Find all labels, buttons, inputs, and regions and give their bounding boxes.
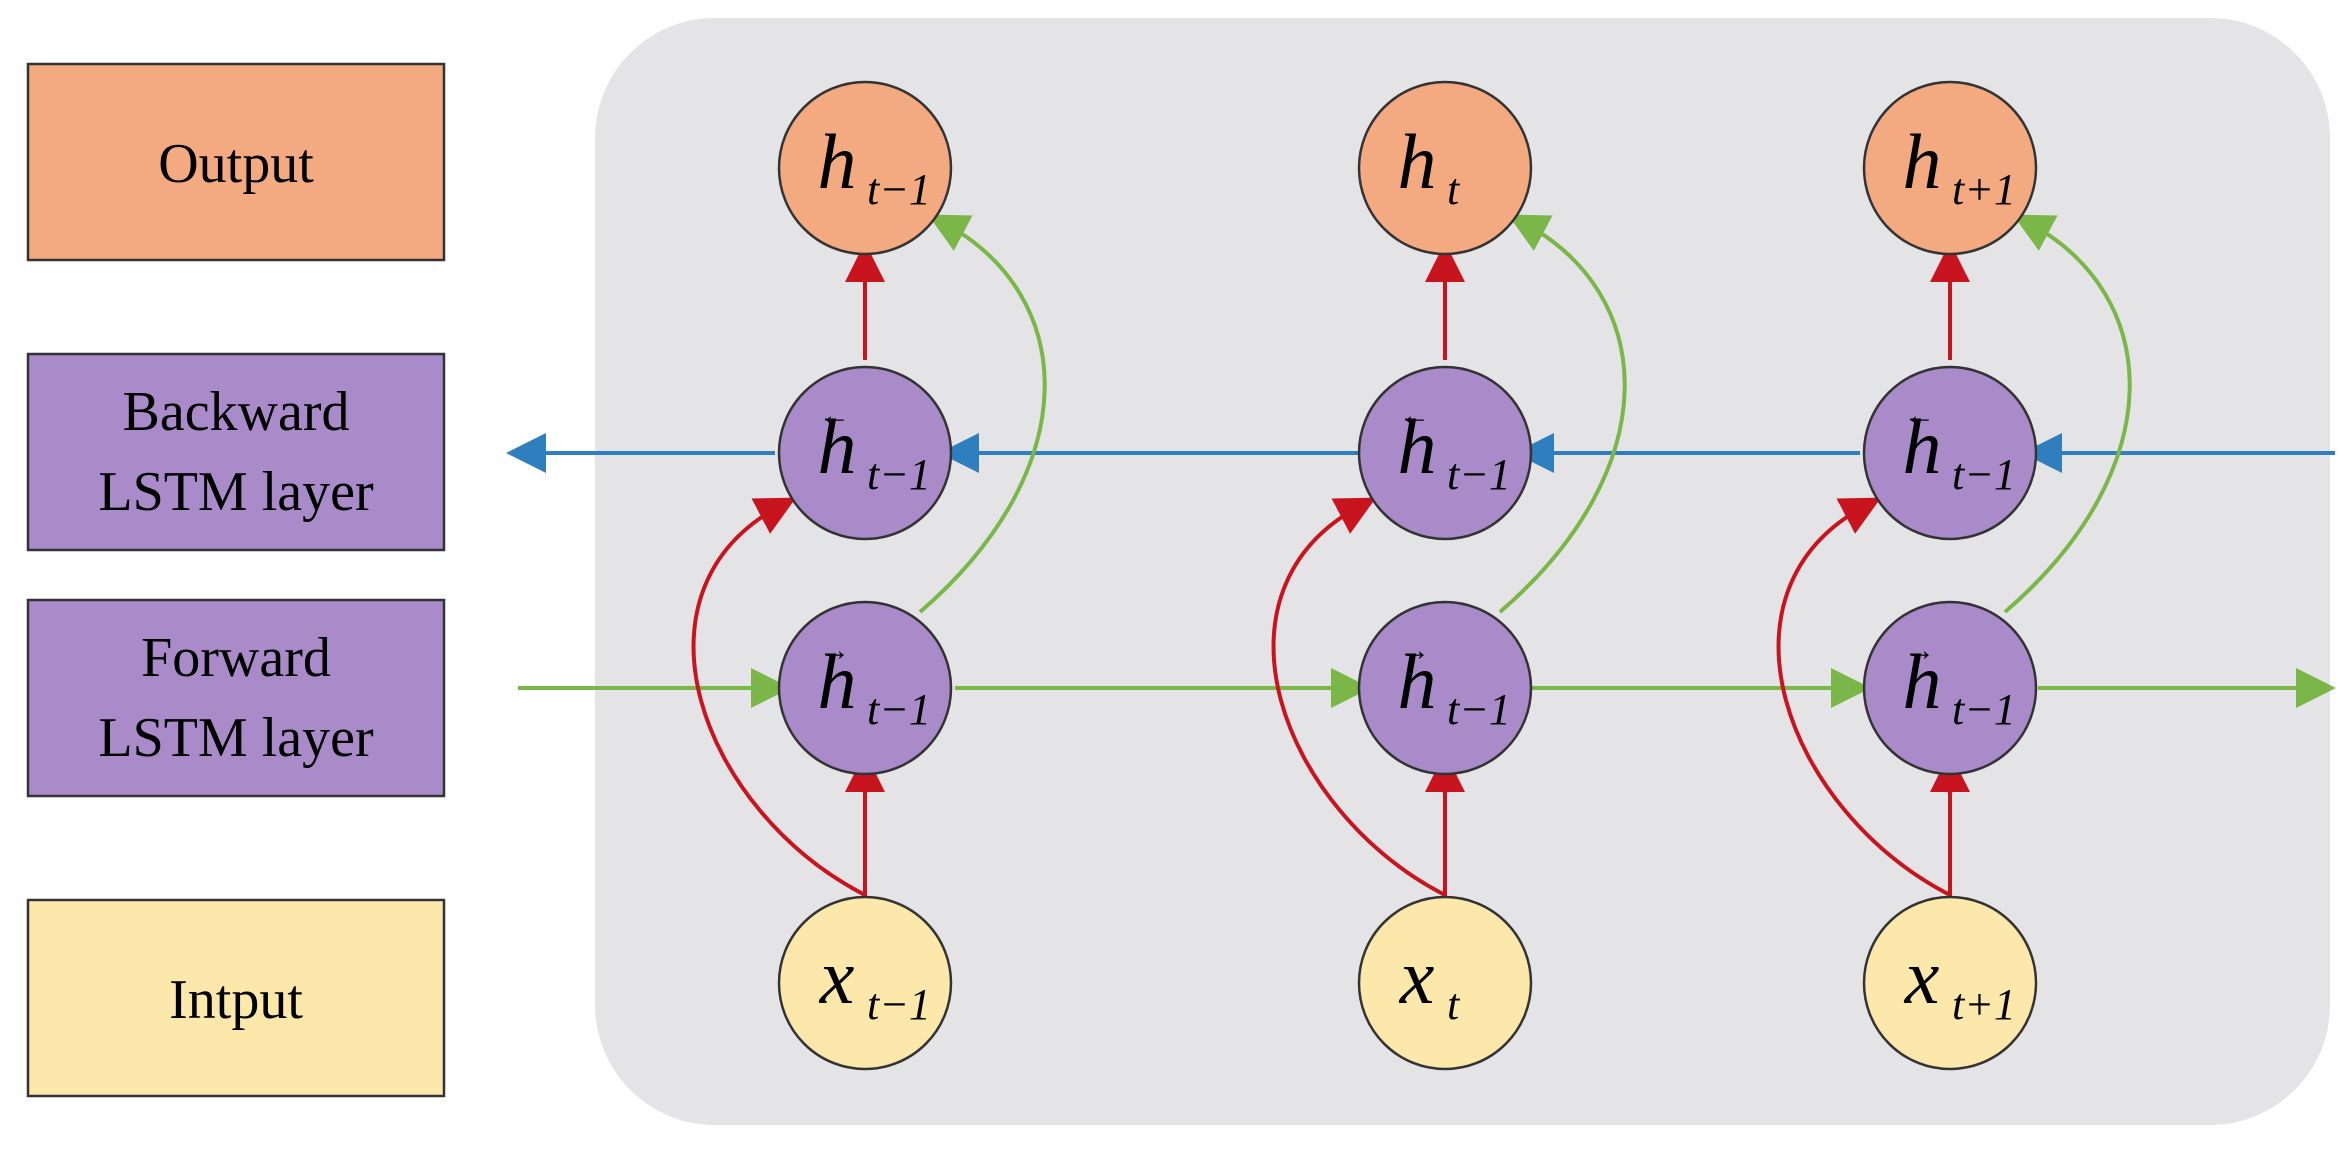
node-symbol: h <box>1903 638 1942 725</box>
node-subscript: t <box>1447 165 1461 214</box>
node-direction-accent: → <box>1905 634 1935 667</box>
node-circle <box>1862 895 2038 1071</box>
node-circle <box>777 80 953 256</box>
node-symbol: h <box>1398 118 1437 205</box>
node-subscript: t <box>1447 980 1461 1029</box>
legend-backward-line2: LSTM layer <box>98 461 374 523</box>
node-direction-accent: → <box>1400 634 1430 667</box>
node-circle <box>777 895 953 1071</box>
node-forward-2: h→ t−1 <box>1357 600 1533 776</box>
node-subscript: t−1 <box>1447 450 1511 499</box>
node-circle <box>1357 80 1533 256</box>
node-forward-1: h→ t−1 <box>777 600 953 776</box>
node-symbol: x <box>1399 933 1435 1020</box>
legend-forward-line1: Forward <box>141 627 331 689</box>
node-symbol: h <box>818 403 857 490</box>
node-circle <box>777 365 953 541</box>
node-backward-3: h← t−1 <box>1862 365 2038 541</box>
column-1-arrows <box>691 214 1047 900</box>
diagram-panel <box>595 18 2330 1125</box>
node-circle <box>1862 600 2038 776</box>
node-subscript: t−1 <box>1447 685 1511 734</box>
node-subscript: t−1 <box>1952 450 2016 499</box>
node-forward-3: h→ t−1 <box>1862 600 2038 776</box>
node-backward-2: h← t−1 <box>1357 365 1533 541</box>
node-symbol: h <box>1903 118 1942 205</box>
node-subscript: t−1 <box>1952 685 2016 734</box>
legend-input-label: Intput <box>169 969 303 1031</box>
node-direction-accent: ← <box>1905 399 1935 432</box>
legend-output-label: Output <box>158 133 314 195</box>
node-symbol: h <box>1903 403 1942 490</box>
node-direction-accent: ← <box>1400 399 1430 432</box>
legend-backward-line1: Backward <box>122 381 349 443</box>
node-symbol: x <box>819 933 855 1020</box>
node-subscript: t+1 <box>1952 165 2016 214</box>
node-symbol: x <box>1904 933 1940 1020</box>
node-circle <box>1862 365 2038 541</box>
node-subscript: t−1 <box>867 450 931 499</box>
node-subscript: t−1 <box>867 685 931 734</box>
legend-backward: Backward LSTM layer <box>26 352 446 552</box>
node-backward-1: h← t−1 <box>777 365 953 541</box>
node-subscript: t+1 <box>1952 980 2016 1029</box>
legend-forward: Forward LSTM layer <box>26 598 446 798</box>
node-circle <box>1357 600 1533 776</box>
legend-output: Output <box>26 62 446 262</box>
column-2-arrows <box>1271 214 1627 900</box>
column-3-arrows <box>1776 214 2132 900</box>
node-subscript: t−1 <box>867 165 931 214</box>
node-circle <box>1357 895 1533 1071</box>
node-circle <box>1357 365 1533 541</box>
node-direction-accent: ← <box>820 399 850 432</box>
legend-input: Intput <box>26 898 446 1098</box>
node-direction-accent: → <box>820 634 850 667</box>
node-symbol: h <box>818 638 857 725</box>
node-symbol: h <box>1398 638 1437 725</box>
node-circle <box>1862 80 2038 256</box>
node-symbol: h <box>818 118 857 205</box>
node-circle <box>777 600 953 776</box>
legend-forward-line2: LSTM layer <box>98 707 374 769</box>
node-symbol: h <box>1398 403 1437 490</box>
node-subscript: t−1 <box>867 980 931 1029</box>
